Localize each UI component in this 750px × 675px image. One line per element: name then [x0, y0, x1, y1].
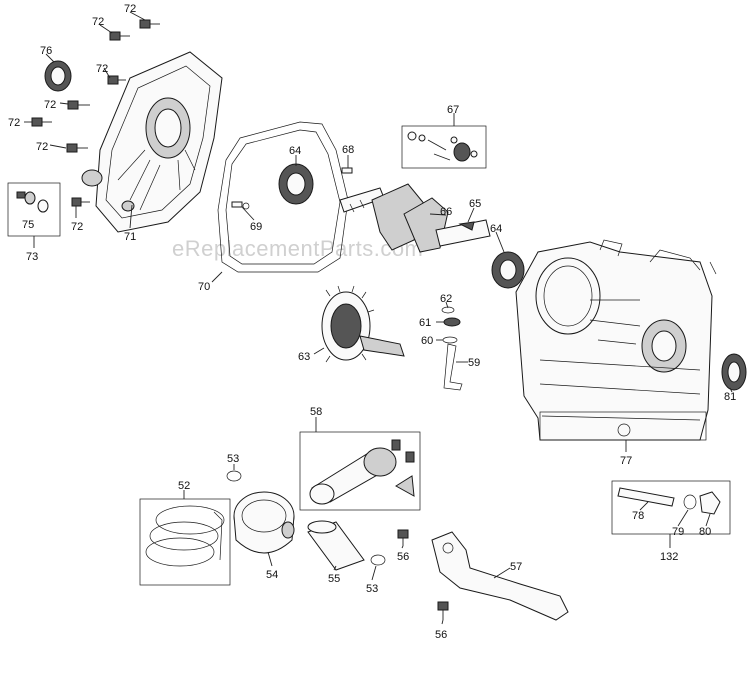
label-59: 59 [468, 357, 480, 369]
label-62: 62 [440, 293, 452, 305]
bolt-72-7[interactable] [71, 197, 90, 207]
label-77: 77 [620, 455, 632, 467]
label-75: 75 [22, 219, 34, 231]
pin-69[interactable] [231, 201, 243, 208]
label-54: 54 [266, 569, 278, 581]
leader-lines [24, 11, 733, 625]
label-63: 63 [298, 351, 310, 363]
label-81: 81 [724, 391, 736, 403]
label-57: 57 [510, 561, 522, 573]
label-61: 61 [419, 317, 431, 329]
circlip-53-bottom[interactable] [370, 554, 386, 566]
crankcase-block-77[interactable] [515, 239, 717, 441]
label-64: 64 [490, 223, 502, 235]
label-73: 73 [26, 251, 38, 263]
label-56: 56 [397, 551, 409, 563]
bolt-72-6[interactable] [66, 143, 88, 153]
pin-78[interactable] [617, 487, 675, 507]
piston-54[interactable] [233, 491, 295, 554]
label-66: 66 [440, 206, 452, 218]
label-78: 78 [632, 510, 644, 522]
camshaft-gear-63[interactable] [321, 285, 405, 363]
bracket-57[interactable] [431, 531, 569, 621]
kit-132-box [611, 480, 731, 535]
label-80: 80 [699, 526, 711, 538]
label-72: 72 [96, 63, 108, 75]
label-68: 68 [342, 144, 354, 156]
crankshaft-66[interactable] [339, 183, 491, 253]
label-79: 79 [672, 526, 684, 538]
circlip-53-top[interactable] [226, 470, 242, 482]
label-69: 69 [250, 221, 262, 233]
bolt-72-3[interactable] [107, 75, 126, 85]
bearing-64-left[interactable] [278, 163, 314, 205]
washer-79[interactable] [683, 494, 697, 510]
governor-parts-67[interactable] [407, 131, 478, 162]
oil-seal-76[interactable] [44, 60, 72, 92]
crankcase-cover[interactable] [81, 51, 223, 233]
bolt-72-5[interactable] [31, 117, 52, 127]
label-56: 56 [435, 629, 447, 641]
pin-68[interactable] [341, 167, 353, 174]
label-72: 72 [71, 221, 83, 233]
key-65[interactable] [458, 221, 475, 231]
governor-kit-67-box [401, 125, 487, 169]
connecting-rod-58[interactable] [309, 439, 415, 505]
label-52: 52 [178, 480, 190, 492]
label-55: 55 [328, 573, 340, 585]
label-72: 72 [124, 3, 136, 15]
bolt-72-4[interactable] [67, 100, 90, 110]
label-60: 60 [421, 335, 433, 347]
bolt-72-2[interactable] [109, 31, 130, 41]
label-76: 76 [40, 45, 52, 57]
label-72: 72 [44, 99, 56, 111]
label-53: 53 [227, 453, 239, 465]
label-58: 58 [310, 406, 322, 418]
piston-pin-55[interactable] [307, 520, 365, 571]
bearing-64-right[interactable] [491, 251, 525, 289]
label-72: 72 [92, 16, 104, 28]
label-67: 67 [447, 104, 459, 116]
label-71: 71 [124, 231, 136, 243]
governor-arm-59[interactable] [443, 343, 463, 391]
label-65: 65 [469, 198, 481, 210]
label-72: 72 [36, 141, 48, 153]
label-72: 72 [8, 117, 20, 129]
plug-75[interactable] [16, 191, 49, 213]
label-53: 53 [366, 583, 378, 595]
label-132: 132 [660, 551, 678, 563]
conn-rod-kit-58-box [299, 431, 421, 511]
gasket-70[interactable] [217, 121, 349, 273]
bolt-56-upper[interactable] [397, 529, 409, 546]
label-64: 64 [289, 145, 301, 157]
seal-60[interactable] [442, 336, 458, 344]
nut-80[interactable] [699, 491, 721, 515]
piston-ring-set-52[interactable] [145, 505, 225, 567]
piston-ring-set-52-box [139, 498, 231, 586]
washer-61[interactable] [443, 317, 461, 327]
bolt-56-lower[interactable] [437, 601, 449, 620]
watermark: eReplacementParts.com [172, 236, 423, 261]
label-70: 70 [198, 281, 210, 293]
oil-seal-81[interactable] [721, 353, 747, 391]
callout-labels: 72 72 72 72 72 72 72 76 75 73 71 64 68 6… [8, 3, 736, 641]
bolt-72-top[interactable] [139, 19, 160, 29]
